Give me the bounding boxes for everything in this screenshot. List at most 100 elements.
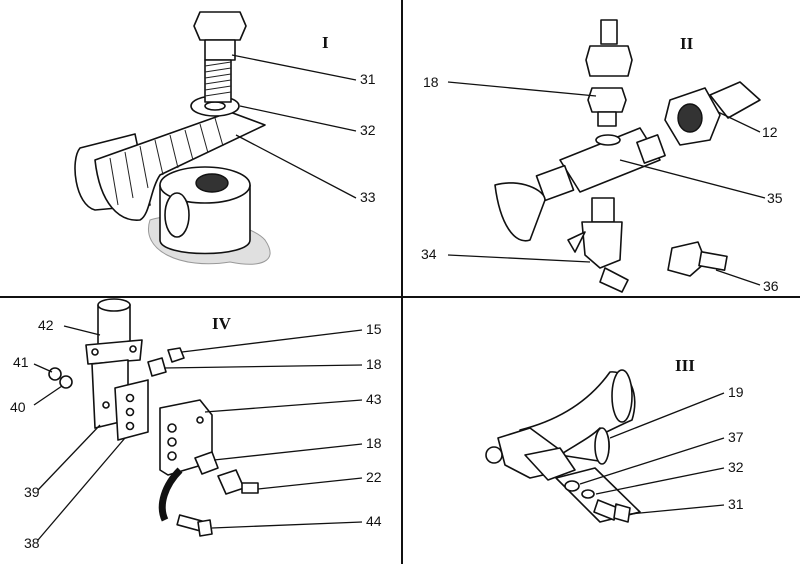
panel-III: III 19 37 32 31 bbox=[485, 356, 744, 523]
leader-36 bbox=[715, 269, 761, 286]
callout-39: 39 bbox=[24, 484, 40, 500]
nut-41 bbox=[48, 367, 62, 381]
fitting-18-plate bbox=[194, 451, 219, 475]
gasket-hole-2 bbox=[125, 407, 135, 417]
leader-31 bbox=[231, 54, 357, 81]
callout-18-II: 18 bbox=[423, 74, 439, 90]
leader-41 bbox=[33, 363, 53, 373]
callout-32-III: 32 bbox=[728, 459, 744, 475]
top-fitting-tube bbox=[600, 19, 618, 45]
nipple-18-upper bbox=[147, 357, 167, 377]
dust-cap bbox=[494, 182, 546, 242]
bolt-36-head bbox=[667, 241, 707, 277]
fitting-22-stub bbox=[241, 482, 259, 494]
bolt-31-head bbox=[613, 503, 631, 523]
callout-41: 41 bbox=[13, 354, 29, 370]
callout-18-IV-lower: 18 bbox=[366, 435, 382, 451]
callout-35: 35 bbox=[767, 190, 783, 206]
plate-hole-1 bbox=[167, 423, 177, 433]
callout-22: 22 bbox=[366, 469, 382, 485]
tee-right-thread bbox=[636, 134, 666, 164]
leader-32-III bbox=[595, 467, 725, 495]
callout-31: 31 bbox=[360, 71, 376, 87]
horn-bell-lower bbox=[594, 427, 610, 465]
leader-12 bbox=[717, 111, 761, 133]
leader-40 bbox=[33, 385, 63, 406]
callout-19: 19 bbox=[728, 384, 744, 400]
cylinder-flange bbox=[85, 339, 143, 365]
bolt-15 bbox=[167, 347, 185, 363]
leader-15 bbox=[181, 329, 363, 353]
plate-hole-2 bbox=[167, 437, 177, 447]
leader-35 bbox=[619, 159, 766, 199]
bolt-threads bbox=[204, 61, 232, 97]
valve-34-lever bbox=[567, 231, 586, 253]
valve-34-spout bbox=[599, 267, 629, 293]
leader-39 bbox=[37, 424, 101, 491]
top-fitting-nut bbox=[585, 45, 633, 77]
tee-port-top bbox=[595, 134, 621, 146]
washer-40 bbox=[59, 375, 73, 389]
panel-label-I: I bbox=[322, 33, 329, 52]
callout-44: 44 bbox=[366, 513, 382, 529]
leader-31-III bbox=[629, 504, 725, 515]
panel-label-II: II bbox=[680, 34, 694, 53]
plate-hole-3 bbox=[167, 451, 177, 461]
bracket-washer-32 bbox=[581, 489, 595, 499]
leader-42 bbox=[63, 325, 101, 336]
callout-40: 40 bbox=[10, 399, 26, 415]
callout-32: 32 bbox=[360, 122, 376, 138]
leader-18-II bbox=[447, 81, 597, 97]
panel-label-IV: IV bbox=[212, 314, 232, 333]
leader-37 bbox=[579, 437, 725, 485]
callout-34: 34 bbox=[421, 246, 437, 262]
panel-IV: IV bbox=[10, 298, 382, 551]
panel-I: I bbox=[74, 11, 376, 265]
flange-hole-left bbox=[91, 348, 99, 356]
flange-hole-right bbox=[129, 345, 137, 353]
plate-hole-4 bbox=[196, 416, 204, 424]
bracket-washer-37 bbox=[564, 480, 580, 492]
bolt-head bbox=[193, 11, 247, 41]
callout-12: 12 bbox=[762, 124, 778, 140]
panel-II: II 18 12 35 34 36 bbox=[421, 19, 783, 294]
washer-hole bbox=[204, 101, 226, 111]
leader-18-IV-upper bbox=[163, 364, 363, 369]
callout-15: 15 bbox=[366, 321, 382, 337]
fitting-22 bbox=[217, 469, 245, 495]
leader-43 bbox=[204, 399, 363, 413]
leader-32 bbox=[239, 105, 357, 132]
callout-33: 33 bbox=[360, 189, 376, 205]
leader-33 bbox=[235, 134, 357, 199]
leader-44 bbox=[211, 521, 363, 529]
horn-bell-upper bbox=[611, 369, 633, 423]
panel-label-III: III bbox=[675, 356, 695, 375]
ring-seal bbox=[164, 192, 190, 238]
valve-34-thread bbox=[591, 197, 615, 223]
valve-34-body bbox=[581, 221, 623, 269]
clamp-strap bbox=[94, 111, 266, 221]
bolt-36-shank bbox=[698, 251, 728, 271]
bolt-collar bbox=[204, 39, 236, 61]
gasket-hole-1 bbox=[125, 393, 135, 403]
gasket-hole-3 bbox=[125, 421, 135, 431]
leader-19 bbox=[609, 392, 725, 439]
tee-left-thread bbox=[535, 164, 575, 202]
leader-38 bbox=[37, 437, 126, 541]
nipple-18-thread bbox=[597, 111, 617, 127]
callout-31-III: 31 bbox=[728, 496, 744, 512]
hose bbox=[158, 467, 183, 522]
pipe-12 bbox=[709, 81, 761, 119]
callout-43: 43 bbox=[366, 391, 382, 407]
leader-34 bbox=[447, 254, 591, 263]
leader-18-IV-lower bbox=[213, 443, 363, 461]
callout-36: 36 bbox=[763, 278, 779, 294]
strap-hatching bbox=[109, 117, 224, 206]
threaded-hole bbox=[195, 173, 229, 193]
cylinder-42-top bbox=[97, 298, 131, 312]
horn-mount bbox=[524, 447, 576, 481]
leader-22 bbox=[257, 477, 363, 490]
bracket-hole bbox=[102, 401, 110, 409]
